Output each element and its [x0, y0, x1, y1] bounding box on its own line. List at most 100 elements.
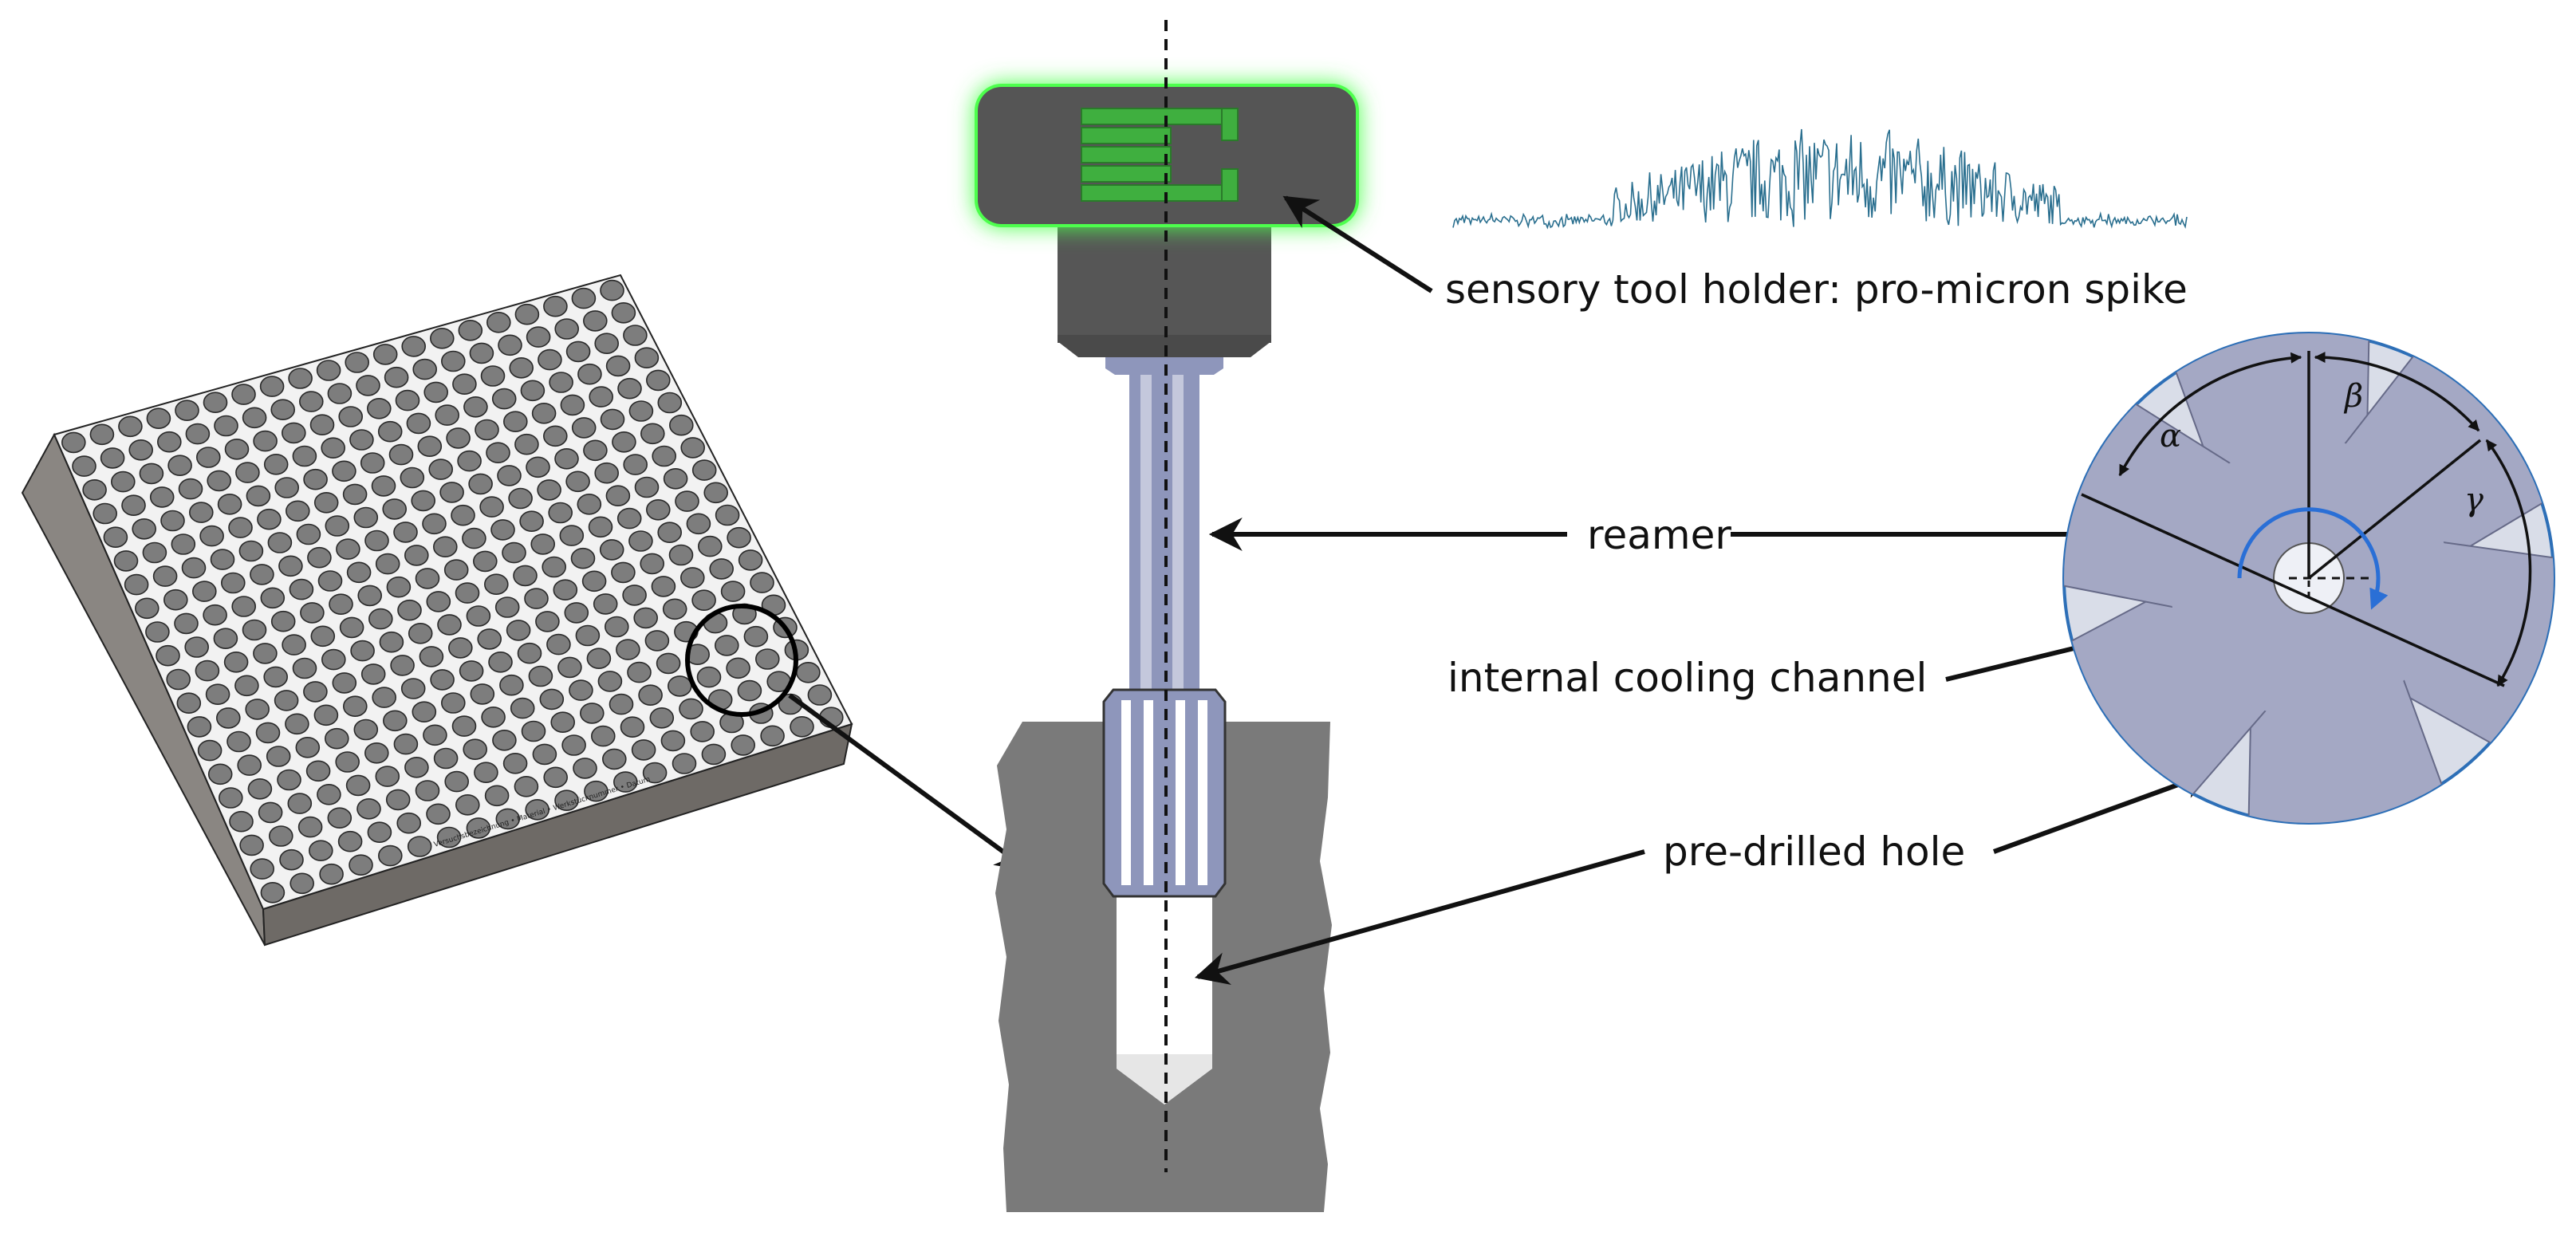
plate-hole: [444, 770, 470, 793]
plate-hole: [411, 490, 436, 512]
plate-hole: [377, 844, 403, 867]
plate-hole: [714, 635, 739, 656]
plate-hole: [360, 452, 385, 474]
plate-hole: [419, 646, 444, 667]
plate-hole: [135, 597, 160, 620]
plate-hole: [218, 787, 243, 809]
plate-hole: [651, 576, 676, 597]
plate-hole: [203, 392, 228, 414]
plate-hole: [697, 535, 723, 557]
plate-hole: [377, 420, 403, 443]
plate-hole: [224, 438, 250, 460]
plate-hole: [645, 498, 671, 521]
plate-hole: [263, 666, 289, 688]
plate-hole: [498, 334, 522, 356]
plate-hole: [298, 391, 324, 412]
plate-hole: [270, 399, 296, 421]
plate-hole: [679, 698, 703, 720]
plate-hole: [417, 435, 443, 458]
plate-hole: [472, 550, 498, 573]
plate-hole: [486, 442, 510, 464]
plate-hole: [579, 703, 605, 724]
plate-hole: [353, 506, 379, 529]
plate-hole: [371, 475, 396, 497]
plate-hole: [502, 752, 528, 774]
plate-hole: [709, 558, 735, 580]
plate-hole: [242, 407, 267, 429]
rotation-arrow: [2237, 507, 2389, 610]
plate-hole: [435, 404, 460, 426]
plate-hole: [339, 616, 364, 639]
plate-hole: [559, 525, 585, 546]
plate-hole: [390, 655, 415, 676]
plate-hole: [395, 389, 420, 411]
plate-hole: [366, 397, 392, 419]
plate-hole: [623, 325, 648, 346]
plate-hole: [620, 716, 645, 738]
plate-hole: [237, 754, 262, 776]
plate-hole: [197, 739, 223, 762]
plate-hole: [313, 704, 339, 726]
plate-hole: [577, 493, 602, 515]
plate-hole: [384, 366, 409, 388]
plate-hole: [199, 525, 224, 547]
plate-hole: [657, 392, 683, 414]
plate-hole: [253, 643, 278, 664]
plate-hole: [300, 602, 325, 624]
angle-beta: β: [2343, 378, 2363, 415]
plate-hole: [207, 470, 232, 492]
plate-hole: [345, 774, 371, 797]
plate-hole: [474, 762, 498, 784]
label-pre-drilled-hole: pre-drilled hole: [1663, 829, 1965, 875]
plate-hole: [285, 713, 309, 735]
plate-hole: [652, 445, 677, 467]
plate-hole: [289, 578, 314, 600]
plate-hole: [525, 798, 550, 821]
plate-hole: [594, 462, 620, 484]
plate-hole: [506, 620, 531, 641]
plate-hole: [308, 840, 333, 861]
plate-hole: [157, 431, 182, 453]
plate-hole: [342, 695, 368, 718]
plate-hole: [517, 642, 542, 664]
plate-hole: [542, 556, 567, 578]
plate-hole: [494, 596, 520, 618]
plate-hole: [638, 684, 663, 707]
plate-hole: [737, 679, 762, 702]
plate-hole: [142, 541, 167, 564]
plate-hole: [554, 318, 580, 340]
plate-hole: [565, 470, 590, 493]
plate-hole: [731, 734, 756, 756]
plate-hole: [303, 681, 328, 703]
plate-hole: [93, 502, 117, 525]
plate-hole: [656, 652, 681, 675]
plate-hole: [185, 423, 211, 445]
plate-hole: [433, 747, 459, 770]
reamer-shank-highlight-2: [1172, 375, 1184, 694]
reamer-flutes: [1121, 700, 1207, 885]
plate-hole: [349, 429, 374, 451]
plate-hole: [480, 365, 506, 387]
plate-hole: [577, 363, 602, 385]
plate-hole: [226, 730, 251, 753]
plate-hole: [743, 625, 769, 648]
plate-hole: [287, 793, 313, 814]
plate-hole: [440, 350, 466, 372]
plate-hole: [321, 437, 346, 459]
plate-hole: [332, 460, 356, 482]
plate-hole: [72, 455, 97, 477]
plate-hole: [187, 716, 212, 738]
plate-hole: [627, 661, 652, 683]
plate-hole: [357, 585, 383, 607]
plate-hole: [432, 536, 458, 558]
plate-hole: [499, 674, 524, 696]
plate-hole: [479, 496, 504, 518]
plate-hole: [477, 628, 502, 650]
plate-hole: [491, 388, 517, 410]
plate-hole: [132, 518, 156, 540]
plate-hole: [679, 567, 705, 589]
plate-hole: [446, 427, 471, 449]
plate-hole: [451, 715, 477, 737]
plate-hole: [325, 515, 350, 537]
